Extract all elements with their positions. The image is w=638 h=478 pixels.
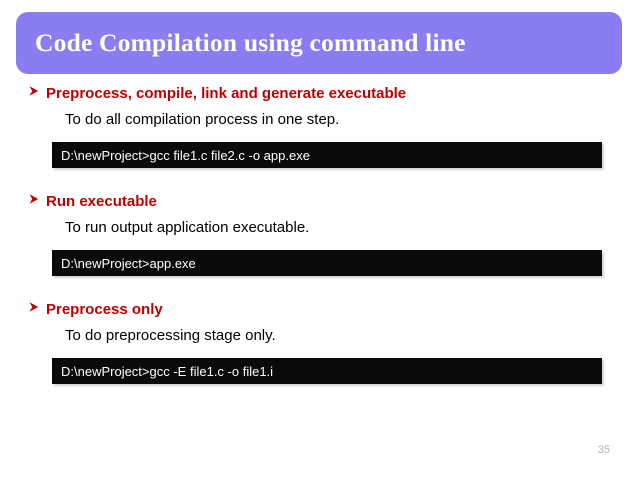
section-preprocess-only: Preprocess only To do preprocessing stag… — [0, 300, 638, 384]
section-heading: Run executable — [46, 193, 157, 210]
command-text: D:\newProject>gcc -E file1.c -o file1.i — [61, 363, 274, 379]
section-heading: Preprocess, compile, link and generate e… — [46, 85, 407, 102]
slide-content: Preprocess, compile, link and generate e… — [0, 84, 638, 384]
title-banner: Code Compilation using command line — [16, 12, 622, 74]
section-description: To run output application executable. — [65, 219, 310, 236]
arrow-triangle-icon — [28, 301, 46, 313]
command-text: D:\newProject>gcc file1.c file2.c -o app… — [61, 147, 310, 163]
command-box: D:\newProject>app.exe — [52, 250, 602, 276]
section-description: To do preprocessing stage only. — [65, 327, 276, 344]
arrow-triangle-icon — [28, 85, 46, 97]
page-number: 35 — [597, 444, 610, 456]
section-heading: Preprocess only — [46, 301, 163, 318]
section-preprocess-compile-link: Preprocess, compile, link and generate e… — [0, 84, 638, 168]
command-box: D:\newProject>gcc -E file1.c -o file1.i — [52, 358, 602, 384]
command-box: D:\newProject>gcc file1.c file2.c -o app… — [52, 142, 602, 168]
bullet-row: Run executable — [0, 192, 638, 212]
bullet-row: Preprocess, compile, link and generate e… — [0, 84, 638, 104]
bullet-row: Preprocess only — [0, 300, 638, 320]
page-title: Code Compilation using command line — [35, 28, 466, 58]
arrow-triangle-icon — [28, 193, 46, 205]
section-description: To do all compilation process in one ste… — [65, 111, 340, 128]
section-run-executable: Run executable To run output application… — [0, 192, 638, 276]
command-text: D:\newProject>app.exe — [61, 255, 196, 271]
